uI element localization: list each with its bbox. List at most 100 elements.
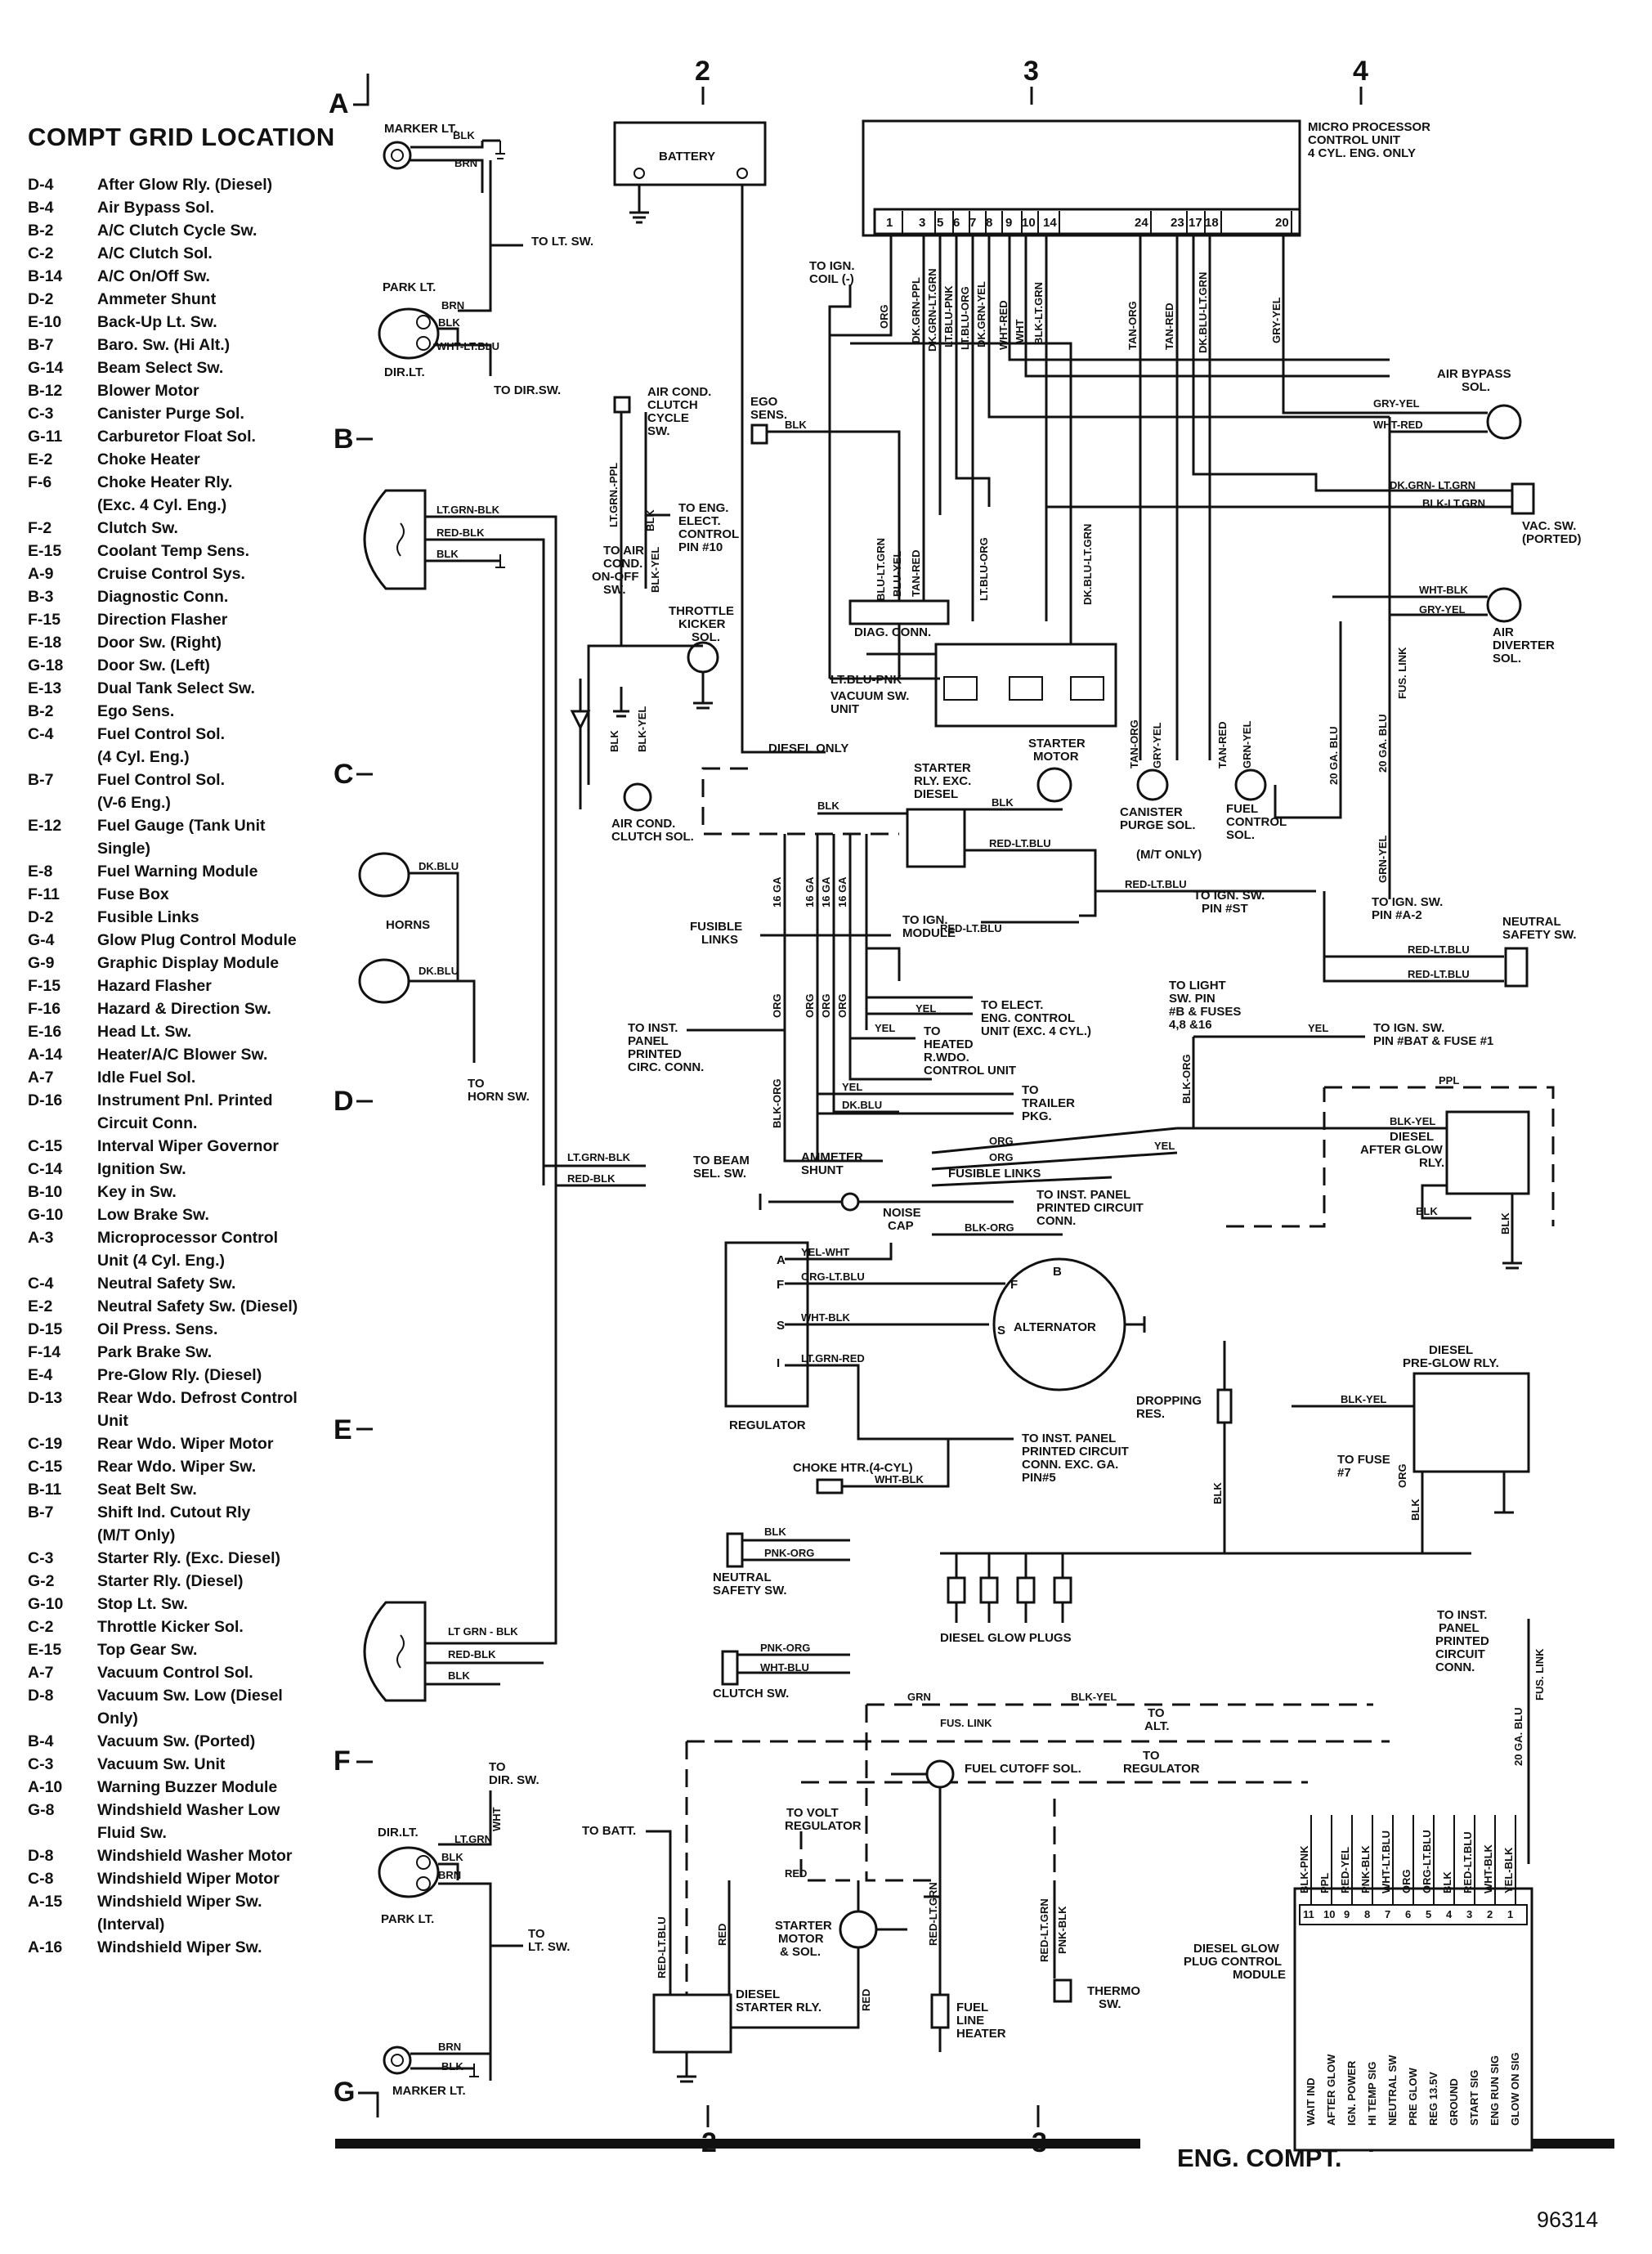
dr-1: DROPPING <box>1136 1394 1202 1408</box>
marker-lt-b: MARKER LT. <box>392 2084 466 2098</box>
glow-module-pin-name: ENG RUN SIG <box>1489 2055 1501 2126</box>
ac-cycle-1: AIR COND. <box>647 385 711 399</box>
grid-col-3-top: 3 <box>1023 56 1039 87</box>
ts-2: SW. <box>1099 1997 1121 2011</box>
dgp-label: DIESEL GLOW PLUGS <box>940 1631 1072 1645</box>
eng-control-refs: YEL TO ELECT. ENG. CONTROL UNIT (EXC. 4 … <box>628 998 1091 1078</box>
wl-red-1: RED <box>716 1924 728 1946</box>
glow-module-pin-name: START SIG <box>1468 2070 1480 2126</box>
legend-code: C-14 <box>28 1160 63 1178</box>
glow-module-pin-number: 1 <box>1507 1908 1513 1920</box>
diesel-glow-plugs: DIESEL GLOW PLUGS <box>940 1552 1471 1645</box>
wl-blu-yel: BLU-YEL <box>891 551 903 597</box>
legend-desc: Fuel Warning Module <box>97 863 258 881</box>
wl-blk-org-3: BLK-ORG <box>965 1221 1014 1234</box>
legend-desc: A/C On/Off Sw. <box>97 267 210 285</box>
tvr-1: TO VOLT <box>786 1806 839 1820</box>
legend-desc: Diagnostic Conn. <box>97 588 229 606</box>
wl-red-ltgrn-2: RED-LT.GRN <box>1038 1898 1050 1962</box>
wl-tan-org-2: TAN-ORG <box>1128 719 1140 769</box>
mcu-pin-number: 6 <box>953 216 960 230</box>
tip2-1: TO INST. PANEL <box>1036 1188 1130 1202</box>
legend-code: B-14 <box>28 267 63 285</box>
legend-code: G-8 <box>28 1801 55 1819</box>
tip3-1: TO INST. PANEL <box>1022 1432 1116 1445</box>
legend-code: C-3 <box>28 405 54 423</box>
glow-module-pin-number: 10 <box>1323 1908 1335 1920</box>
wl-tan-org: TAN-ORG <box>1126 301 1139 350</box>
wl-yel-wht: YEL-WHT <box>801 1246 849 1258</box>
wl-yel-4: YEL <box>1308 1022 1328 1034</box>
wl-ltgrn-b: LT.GRN <box>454 1833 492 1845</box>
wl-dkblu-ltgrn-2: DK.BLU-LT.GRN <box>1081 524 1094 605</box>
ths-2: HORN SW. <box>468 1090 530 1104</box>
clutch-sw: PNK-ORG WHT-BLU CLUTCH SW. <box>713 1642 850 1701</box>
wl-org-fl4: ORG <box>836 993 848 1018</box>
legend-desc-cont: Circuit Conn. <box>97 1114 198 1132</box>
legend-desc: Canister Purge Sol. <box>97 405 244 423</box>
wl-blk-ag2: BLK <box>1499 1212 1511 1235</box>
legend-desc: Baro. Sw. (Hi Alt.) <box>97 336 231 354</box>
legend-desc: Air Bypass Sol. <box>97 199 215 217</box>
fl-ga-1: 16 GA <box>771 876 783 907</box>
legend-desc-cont: Unit <box>97 1412 128 1430</box>
wl-wht-red: WHT-RED <box>997 300 1010 350</box>
legend-desc-cont: (Interval) <box>97 1916 165 1934</box>
tls-4: 4,8 &16 <box>1169 1018 1212 1032</box>
legend-code: G-11 <box>28 428 63 446</box>
reg-I: I <box>777 1356 780 1370</box>
legend-desc: Graphic Display Module <box>97 954 280 972</box>
wl-blk-6: BLK <box>817 800 839 812</box>
legend-desc: Ego Sens. <box>97 702 175 720</box>
wl-org-pg: ORG <box>1396 1463 1408 1488</box>
legend-code: G-4 <box>28 931 55 949</box>
headlamp-bottom: LT GRN - BLK RED-BLK BLK <box>363 1601 544 1702</box>
tip2-2: PRINTED CIRCUIT <box>1036 1201 1144 1215</box>
tls-3: #B & FUSES <box>1169 1005 1241 1019</box>
glow-module-pin-name: WAIT IND <box>1305 2078 1317 2126</box>
wl-dkblu-ltgrn: DK.BLU-LT.GRN <box>1197 272 1209 353</box>
glow-module-wire-label: BLK <box>1441 1871 1453 1893</box>
battery: BATTERY <box>613 121 826 754</box>
legend-code: C-19 <box>28 1435 63 1453</box>
grid-row-C: C <box>334 759 354 790</box>
legend-desc: Key in Sw. <box>97 1183 177 1201</box>
wl-dkblu-h1: DK.BLU <box>419 860 459 872</box>
legend-code: F-15 <box>28 611 61 629</box>
glow-module-wire-label: PPL <box>1318 1873 1331 1893</box>
flh-1: FUEL <box>956 2001 988 2014</box>
mcu-pin-number: 1 <box>886 216 893 230</box>
to-reg-2: REGULATOR <box>1123 1762 1200 1776</box>
flh-3: HEATER <box>956 2027 1006 2041</box>
mcu-label-1: MICRO PROCESSOR <box>1308 120 1430 134</box>
gm-3: MODULE <box>1233 1968 1286 1982</box>
legend-desc: Interval Wiper Governor <box>97 1137 279 1155</box>
legend-desc: Vacuum Sw. (Ported) <box>97 1732 256 1750</box>
fus-link-2: FUS. LINK <box>1533 1648 1546 1701</box>
mcu-pin-number: 24 <box>1135 216 1148 230</box>
glow-module-pin-name: IGN. POWER <box>1345 2060 1358 2126</box>
grid-row-B: B <box>334 423 354 455</box>
legend-code: B-7 <box>28 771 54 789</box>
legend-entry: B-14 A/C On/Off Sw. <box>28 265 347 288</box>
legend-desc: Low Brake Sw. <box>97 1206 209 1224</box>
legend-code: E-10 <box>28 313 62 331</box>
to-ign-mod-2: MODULE <box>902 926 956 940</box>
